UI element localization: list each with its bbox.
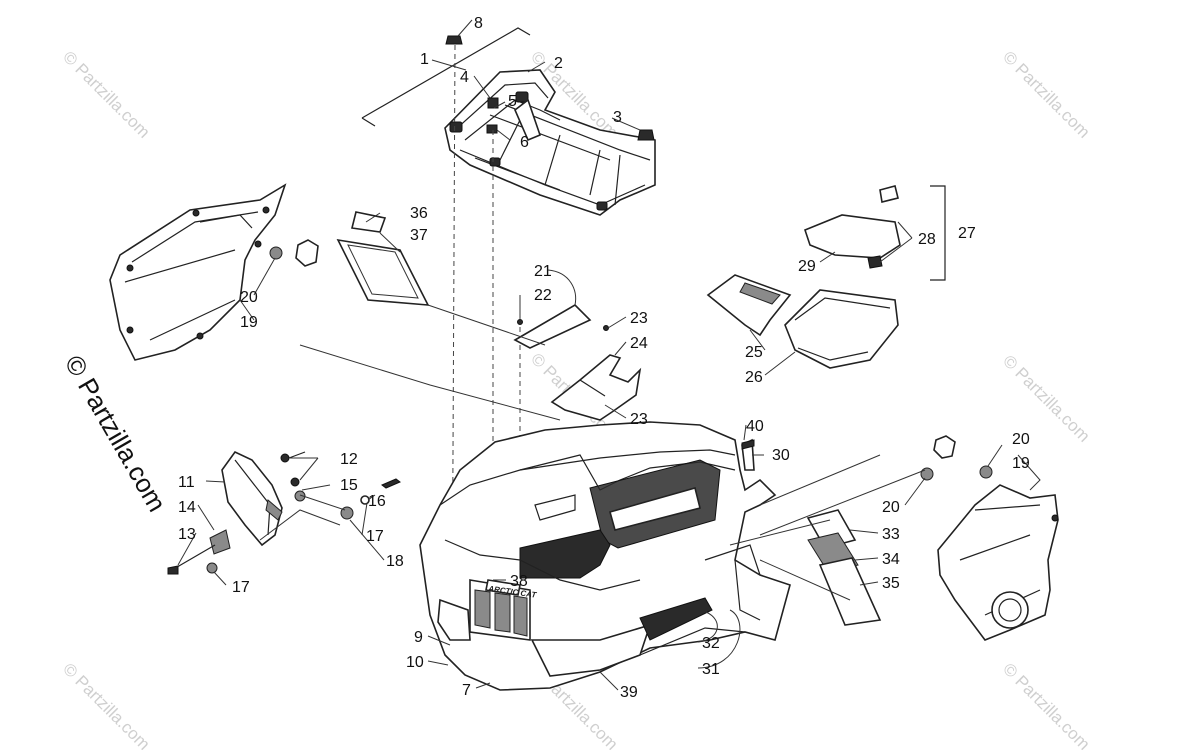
callout-27: 27 [958,225,976,242]
callout-8: 8 [474,15,483,32]
watermark: © Partzilla.com [999,659,1093,750]
callout-21: 21 [534,263,552,280]
bracket-24 [550,325,642,421]
callout-4: 4 [460,69,469,86]
callout-39: 39 [620,684,638,701]
fasteners-top [445,35,655,141]
callout-17-left: 17 [232,579,250,596]
callout-29: 29 [798,258,816,275]
callout-6: 6 [520,134,529,151]
callout-40: 40 [746,418,764,435]
callout-12: 12 [340,451,358,468]
watermark: © Partzilla.com [59,659,153,750]
storage-assembly [706,185,946,369]
callout-14: 14 [178,499,196,516]
group-bracket [361,27,531,127]
callout-35: 35 [882,575,900,592]
callout-26: 26 [745,369,763,386]
watermark-large: © Partzilla.com [59,350,173,517]
front-rack [444,69,656,216]
left-side-panel [109,183,319,361]
callout-19-right: 19 [1012,455,1030,472]
access-panel [513,303,592,349]
callouts: 8 1 2 4 5 3 6 36 37 20 19 21 22 23 24 23… [178,15,1030,701]
callout-23-top: 23 [630,310,648,327]
callout-33: 33 [882,526,900,543]
callout-20-left: 20 [240,289,258,306]
callout-5: 5 [508,93,517,110]
front-body: ARCTIC CAT ARCTIC CAT [419,421,791,691]
callout-20-right: 20 [882,499,900,516]
right-side-panel [920,435,1059,641]
callout-28: 28 [918,231,936,248]
decals-33-35 [806,509,882,626]
callout-23-bottom: 23 [630,411,648,428]
callout-19-left: 19 [240,314,258,331]
callout-24: 24 [630,335,648,352]
callout-36: 36 [410,205,428,222]
callout-18: 18 [386,553,404,570]
callout-10: 10 [406,654,424,671]
callout-20-right-top: 20 [1012,431,1030,448]
callout-9: 9 [414,629,423,646]
callout-37: 37 [410,227,428,244]
leader-lines [259,304,926,601]
callout-34: 34 [882,551,900,568]
callout-17-right: 17 [366,528,384,545]
callout-31: 31 [702,661,720,678]
callout-15: 15 [340,477,358,494]
callout-11: 11 [178,474,195,491]
callout-3: 3 [613,109,622,126]
callout-32: 32 [702,635,720,652]
callout-2: 2 [554,55,563,72]
callout-25: 25 [745,344,763,361]
callout-30: 30 [772,447,790,464]
callout-13: 13 [178,526,196,543]
watermark: © Partzilla.com [999,47,1093,141]
callout-22: 22 [534,287,552,304]
decals-36-37 [336,211,430,306]
watermark: © Partzilla.com [59,47,153,141]
callout-16: 16 [368,493,386,510]
callout-1: 1 [420,51,429,68]
callout-leaders [177,19,1041,691]
callout-7: 7 [462,682,471,699]
callout-38: 38 [510,573,528,590]
